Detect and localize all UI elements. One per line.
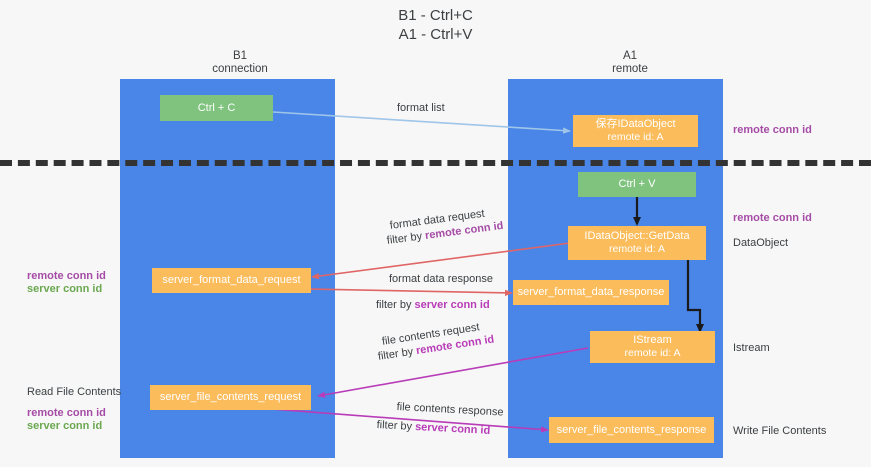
edge-label-format-data-response-filter-value: server conn id	[414, 299, 490, 311]
annotation-right-remote-conn-id-top: remote conn id	[733, 124, 812, 136]
node-ctrl-c[interactable]: Ctrl + C	[160, 95, 273, 121]
annotation-left-server-conn-id: server conn id	[27, 283, 103, 295]
annotation-left-read-file-contents: Read File Contents	[27, 386, 122, 398]
edge-label-format-list: format list	[397, 102, 445, 114]
column-header-a1-name: A1	[622, 50, 638, 62]
edge-label-file-contents-response: file contents response	[396, 400, 504, 419]
node-server-file-contents-request-label: server_file_contents_request	[159, 391, 302, 403]
node-idataobject-getdata[interactable]: IDataObject::GetData remote id: A	[568, 226, 706, 260]
node-istream-line1: IStream	[633, 334, 672, 346]
section-divider	[0, 160, 871, 166]
node-server-format-data-request[interactable]: server_format_data_request	[152, 268, 311, 293]
node-idataobject-getdata-line2: remote id: A	[608, 243, 666, 255]
node-save-idataobject[interactable]: 保存IDataObject remote id: A	[573, 115, 698, 147]
node-save-idataobject-line1: 保存IDataObject	[595, 118, 676, 130]
node-server-format-data-request-label: server_format_data_request	[162, 274, 301, 286]
node-server-format-data-response-label: server_format_data_response	[517, 286, 665, 298]
node-save-idataobject-line2: remote id: A	[607, 131, 664, 143]
node-ctrl-v-label: Ctrl + V	[618, 178, 656, 190]
title-line-2: A1 - Ctrl+V	[398, 26, 473, 43]
edge-label-format-data-response: format data response	[389, 273, 493, 285]
annotation-right-dataobject: DataObject	[733, 237, 789, 249]
title-line-1: B1 - Ctrl+C	[398, 7, 473, 24]
edge-label-format-data-response-filter: filter by server conn id	[376, 299, 490, 311]
edge-label-file-contents-response-filter-value: server conn id	[414, 421, 491, 437]
column-header-a1-sub: remote	[612, 63, 648, 75]
node-istream-line2: remote id: A	[624, 347, 681, 359]
node-istream[interactable]: IStream remote id: A	[590, 331, 715, 363]
node-server-file-contents-response-label: server_file_contents_response	[556, 423, 707, 436]
node-ctrl-v[interactable]: Ctrl + V	[578, 172, 696, 197]
column-header-b1: B1 connection	[155, 50, 325, 76]
annotation-right-remote-conn-id-mid: remote conn id	[733, 212, 812, 224]
edge-label-file-contents-response-filter: filter by server conn id	[376, 418, 491, 437]
column-header-a1: A1 remote	[545, 50, 715, 76]
node-server-format-data-response[interactable]: server_format_data_response	[513, 280, 669, 305]
node-server-file-contents-response[interactable]: server_file_contents_response	[549, 417, 714, 443]
node-idataobject-getdata-line1: IDataObject::GetData	[584, 230, 690, 242]
annotation-right-istream: Istream	[733, 342, 770, 354]
annotation-left-remote-conn-id: remote conn id	[27, 270, 106, 282]
column-header-b1-sub: connection	[212, 63, 268, 75]
annotation-left-server-conn-id-2: server conn id	[27, 420, 103, 432]
column-header-b1-name: B1	[232, 50, 248, 62]
annotation-left-remote-conn-id-2: remote conn id	[27, 407, 106, 419]
diagram-title: B1 - Ctrl+C A1 - Ctrl+V	[0, 6, 871, 44]
annotation-right-write-file-contents: Write File Contents	[733, 425, 827, 437]
node-ctrl-c-label: Ctrl + C	[197, 101, 236, 114]
node-server-file-contents-request[interactable]: server_file_contents_request	[150, 385, 311, 410]
